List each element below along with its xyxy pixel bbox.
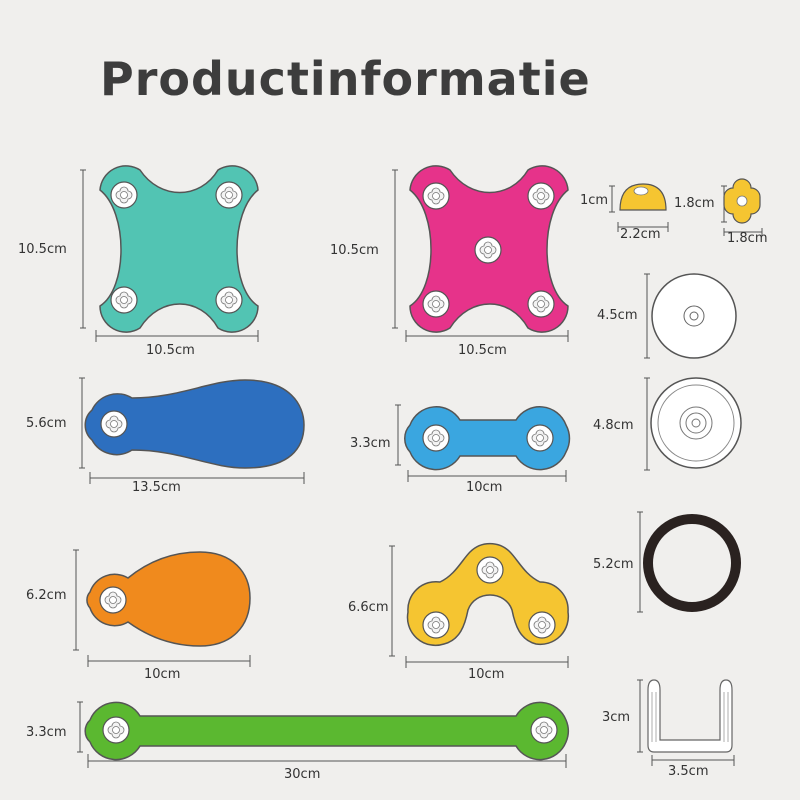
- yellow-arch-height-label: 6.6cm: [348, 600, 389, 615]
- large-wheel-size-label: 4.8cm: [593, 418, 634, 433]
- sky-bar-width-label: 10cm: [466, 480, 503, 495]
- dome-cap-piece: [619, 183, 667, 211]
- clip-holder-height-label: 3cm: [602, 710, 631, 725]
- blue-paddle-height-label: 5.6cm: [26, 416, 67, 431]
- page-title: Productinformatie: [100, 52, 591, 106]
- flower-bead-height-label: 1.8cm: [674, 196, 715, 211]
- clip-holder-width-label: 3.5cm: [668, 764, 709, 779]
- blue-paddle-width-label: 13.5cm: [132, 480, 181, 495]
- magenta-cross-piece: [409, 165, 569, 333]
- green-bar-width-label: 30cm: [284, 767, 321, 782]
- rubber-ring-piece: [643, 514, 741, 612]
- green-bar-height-label: 3.3cm: [26, 725, 67, 740]
- teal-cross-height-label: 10.5cm: [18, 242, 67, 257]
- large-wheel-piece: [650, 377, 742, 469]
- orange-paddle-piece: [86, 551, 251, 647]
- dome-cap-width-label: 2.2cm: [620, 227, 661, 242]
- dome-cap-height-label: 1cm: [580, 193, 609, 208]
- teal-cross-piece: [99, 165, 259, 333]
- magenta-cross-width-label: 10.5cm: [458, 343, 507, 358]
- yellow-arch-width-label: 10cm: [468, 667, 505, 682]
- orange-paddle-height-label: 6.2cm: [26, 588, 67, 603]
- teal-cross-width-label: 10.5cm: [146, 343, 195, 358]
- flower-bead-piece: [723, 178, 761, 224]
- magenta-cross-height-label: 10.5cm: [330, 243, 379, 258]
- blue-paddle-piece: [84, 379, 305, 469]
- small-wheel-size-label: 4.5cm: [597, 308, 638, 323]
- sky-bar-piece: [404, 406, 571, 471]
- rubber-ring-size-label: 5.2cm: [593, 557, 634, 572]
- yellow-arch-piece: [406, 542, 570, 647]
- dimension-lines: [73, 169, 763, 768]
- flower-bead-width-label: 1.8cm: [727, 231, 768, 246]
- orange-paddle-width-label: 10cm: [144, 667, 181, 682]
- sky-bar-height-label: 3.3cm: [350, 436, 391, 451]
- green-bar-piece: [84, 701, 569, 761]
- small-wheel-piece: [651, 273, 737, 359]
- clip-holder-piece: [647, 679, 733, 753]
